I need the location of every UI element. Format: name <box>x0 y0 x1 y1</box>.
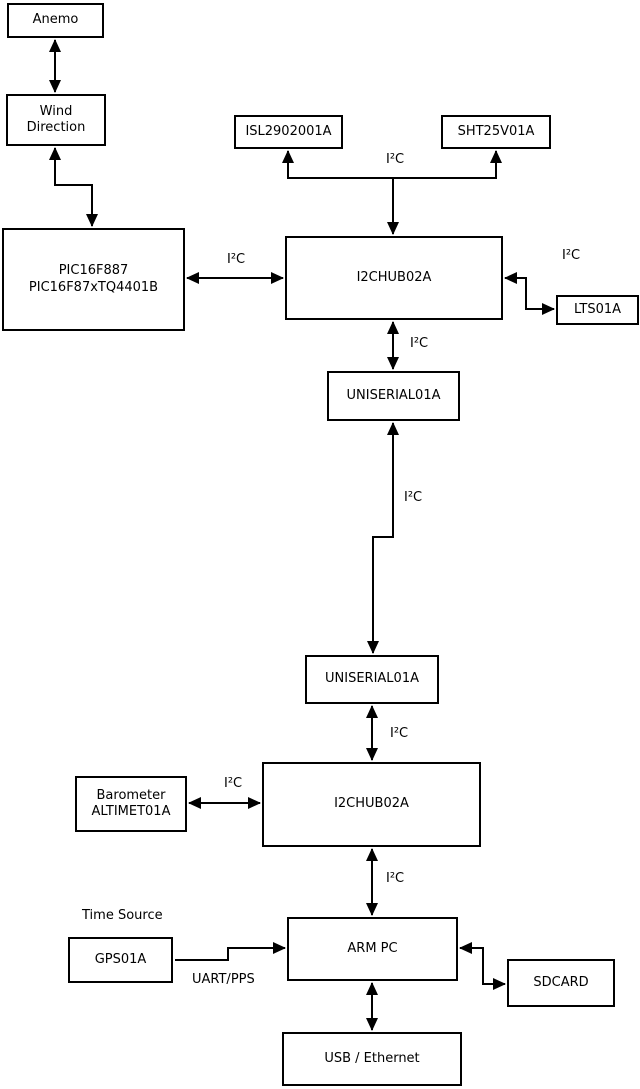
label-i2c-pic-hub1: I²C <box>227 252 246 267</box>
node-i2chub02a-top: I2CHUB02A <box>285 236 503 320</box>
connector-wind-pic <box>49 147 98 227</box>
connector-arm-sdcard <box>459 942 506 990</box>
connector-gps-arm <box>175 942 286 961</box>
label-i2c-barometer-hub2: I²C <box>224 776 243 791</box>
label-i2c-uniserial-link: I²C <box>404 490 423 505</box>
node-barometer-altimet01a: Barometer ALTIMET01A <box>75 776 187 832</box>
label-i2c-hub2-arm: I²C <box>386 871 405 886</box>
node-sht25v01a: SHT25V01A <box>441 115 551 149</box>
node-sdcard: SDCARD <box>507 959 615 1007</box>
label-i2c-top-bus: I²C <box>386 152 405 167</box>
node-usb-ethernet: USB / Ethernet <box>282 1032 462 1086</box>
node-i2chub02a-bottom: I2CHUB02A <box>262 762 481 847</box>
node-anemo: Anemo <box>7 3 104 38</box>
node-isl2902001a: ISL2902001A <box>234 115 343 149</box>
label-time-source: Time Source <box>82 908 163 923</box>
node-wind-direction: Wind Direction <box>6 94 106 146</box>
node-arm-pc: ARM PC <box>287 917 458 981</box>
label-i2c-hub1-uniserial1: I²C <box>410 336 429 351</box>
connector-hub1-lts <box>504 272 555 315</box>
node-pic16f887: PIC16F887 PIC16F87xTQ4401B <box>2 228 185 331</box>
label-i2c-hub1-lts: I²C <box>562 248 581 263</box>
node-uniserial01a-top: UNISERIAL01A <box>327 371 460 421</box>
connector-uniserial-link <box>367 422 399 654</box>
node-gps01a: GPS01A <box>68 937 173 983</box>
node-lts01a: LTS01A <box>556 295 639 325</box>
label-uart-pps: UART/PPS <box>192 972 255 987</box>
node-uniserial01a-bottom: UNISERIAL01A <box>305 655 439 704</box>
label-i2c-uniserial2-hub2: I²C <box>390 726 409 741</box>
